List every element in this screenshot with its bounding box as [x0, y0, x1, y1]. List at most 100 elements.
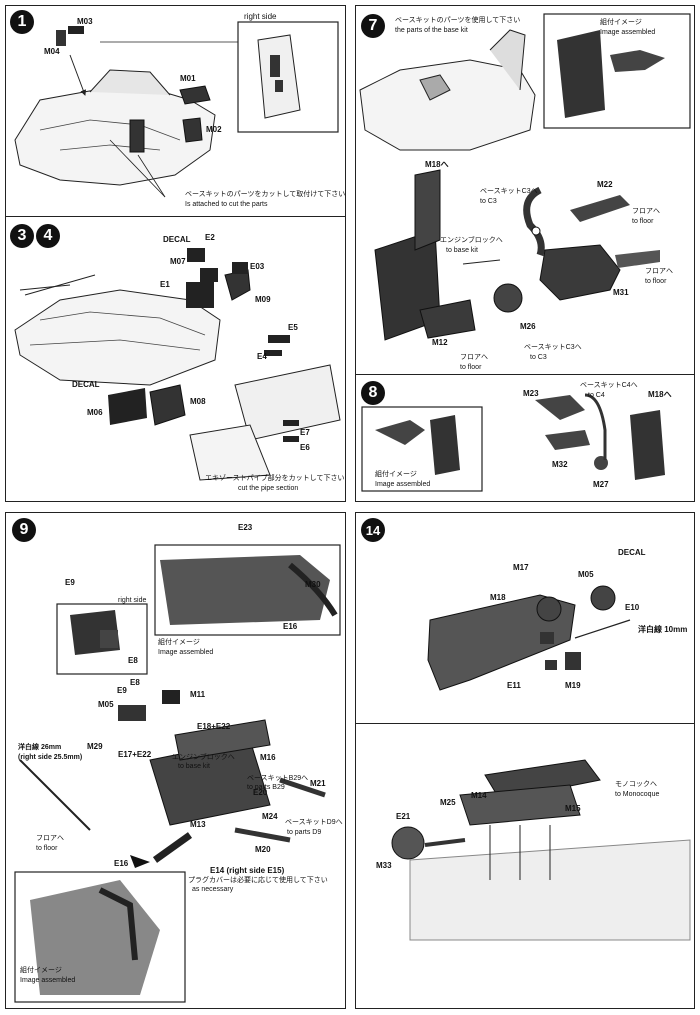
engine-en-9: to base kit: [178, 763, 210, 770]
label-m17: M17: [513, 563, 529, 572]
label-e17: E17+E22: [118, 750, 152, 759]
label-m19: M19: [565, 681, 581, 690]
note-jp: ベースキットのパーツをカットして取付けて下さい: [185, 191, 346, 198]
floor-en-9: to floor: [36, 845, 58, 852]
label-m03: M03: [77, 17, 93, 26]
c3-en: to C3: [480, 198, 497, 205]
label-m06: M06: [87, 408, 103, 417]
label-m18-to: M18へ: [425, 160, 449, 169]
label-m32: M32: [552, 460, 568, 469]
c3b-en: to C3: [530, 354, 547, 361]
label-m11: M11: [190, 690, 206, 699]
assembled-jp-8: 組付イメージ: [375, 471, 417, 478]
label-m04: M04: [44, 47, 60, 56]
step-9-badge: 9: [12, 518, 36, 542]
d9-jp: ベースキットD9へ: [285, 819, 343, 826]
label-m22: M22: [597, 180, 613, 189]
engine-block-jp: エンジンブロックへ: [440, 237, 503, 244]
label-e10: E10: [625, 603, 640, 612]
label-m27: M27: [593, 480, 609, 489]
step-8-badge: 8: [361, 381, 385, 405]
label-m15: M15: [565, 804, 581, 813]
step-1-badge: 1: [10, 10, 34, 34]
step-7-badge: 7: [361, 14, 385, 38]
label-m09: M09: [255, 295, 271, 304]
label-m08: M08: [190, 397, 206, 406]
m05-part-9: [118, 705, 146, 721]
e03-part: [232, 262, 248, 274]
label-e9b: E9: [117, 686, 127, 695]
label-e21: E21: [396, 812, 411, 821]
label-m25: M25: [440, 798, 456, 807]
cut-note-jp: エキゾーストパイプ部分をカットして下さい: [205, 475, 345, 482]
label-m13: M13: [190, 820, 206, 829]
engine-jp-9: エンジンブロックへ: [172, 754, 235, 761]
assembled-jp-9: 組付イメージ: [158, 639, 200, 646]
assembled-en-8: Image assembled: [375, 481, 431, 488]
label-e9: E9: [65, 578, 75, 587]
d9-en: to parts D9: [287, 829, 322, 836]
label-e14: E14 (right side E15): [210, 866, 285, 875]
label-m05-14: M05: [578, 570, 594, 579]
floor3-en: to floor: [460, 364, 482, 371]
label-e7: E7: [300, 428, 310, 437]
engine-block-en: to base kit: [446, 247, 478, 254]
label-m21: M21: [310, 779, 326, 788]
m08-part: [149, 384, 186, 426]
label-m31: M31: [613, 288, 629, 297]
c4-jp: ベースキットC4へ: [580, 382, 638, 389]
label-m02: M02: [206, 125, 222, 134]
label-e16-bottom: E16: [114, 859, 129, 868]
m07-part: [200, 268, 218, 282]
floor1-jp: フロアへ: [632, 208, 660, 215]
label-decal-top: DECAL: [163, 235, 191, 244]
mono-jp: モノコックへ: [615, 781, 657, 788]
step-3-badge: 3: [10, 224, 34, 248]
label-m26: M26: [520, 322, 536, 331]
inset-title-right-side: right side: [244, 12, 277, 21]
label-e03: E03: [250, 262, 265, 271]
label-m29: M29: [87, 742, 103, 751]
m06-part: [108, 388, 147, 425]
label-m01: M01: [180, 74, 196, 83]
cut-note-en: cut the pipe section: [238, 485, 299, 492]
label-m12: M12: [432, 338, 448, 347]
step-4-badge: 4: [36, 224, 60, 248]
wire-14: 洋白線 10mm: [638, 625, 688, 634]
wire-en-9: (right side 25.5mm): [18, 754, 83, 761]
c3b-jp: ベースキットC3へ: [524, 344, 582, 351]
step-8-divider: [355, 374, 695, 375]
floor3-jp: フロアへ: [460, 354, 488, 361]
m04-part: [56, 30, 66, 46]
label-e23: E23: [238, 523, 253, 532]
c3-jp: ベースキットC3へ: [480, 188, 538, 195]
label-e1: E1: [160, 280, 170, 289]
label-m07: M07: [170, 257, 186, 266]
label-e16-top: E16: [283, 622, 298, 631]
label-m14: M14: [471, 791, 487, 800]
assembled-en-7: Image assembled: [600, 29, 656, 36]
label-e18: E18+E22: [197, 722, 231, 731]
wire-jp-9: 洋白線 26mm: [18, 744, 62, 751]
label-m23: M23: [523, 389, 539, 398]
m02-part: [182, 117, 203, 143]
assembled-en-9b: Image assembled: [20, 977, 76, 984]
plug-jp: プラグカバーは必要に応じて使用して下さい: [188, 877, 328, 884]
mono-en: to Monocoque: [615, 791, 660, 798]
floor2-en: to floor: [645, 278, 667, 285]
b29-en: to parts B29: [247, 784, 285, 791]
plug-en: as necessary: [192, 886, 234, 893]
label-m05-9: M05: [98, 700, 114, 709]
assembled-jp-9b: 組付イメージ: [20, 967, 62, 974]
label-e8: E8: [128, 656, 138, 665]
floor1-en: to floor: [632, 218, 654, 225]
m01-part: [179, 85, 211, 105]
label-m24: M24: [262, 812, 278, 821]
label-m18-14: M18: [490, 593, 506, 602]
floor-jp-9: フロアへ: [36, 835, 64, 842]
e2-part: [187, 248, 205, 262]
label-e11: E11: [507, 681, 521, 690]
